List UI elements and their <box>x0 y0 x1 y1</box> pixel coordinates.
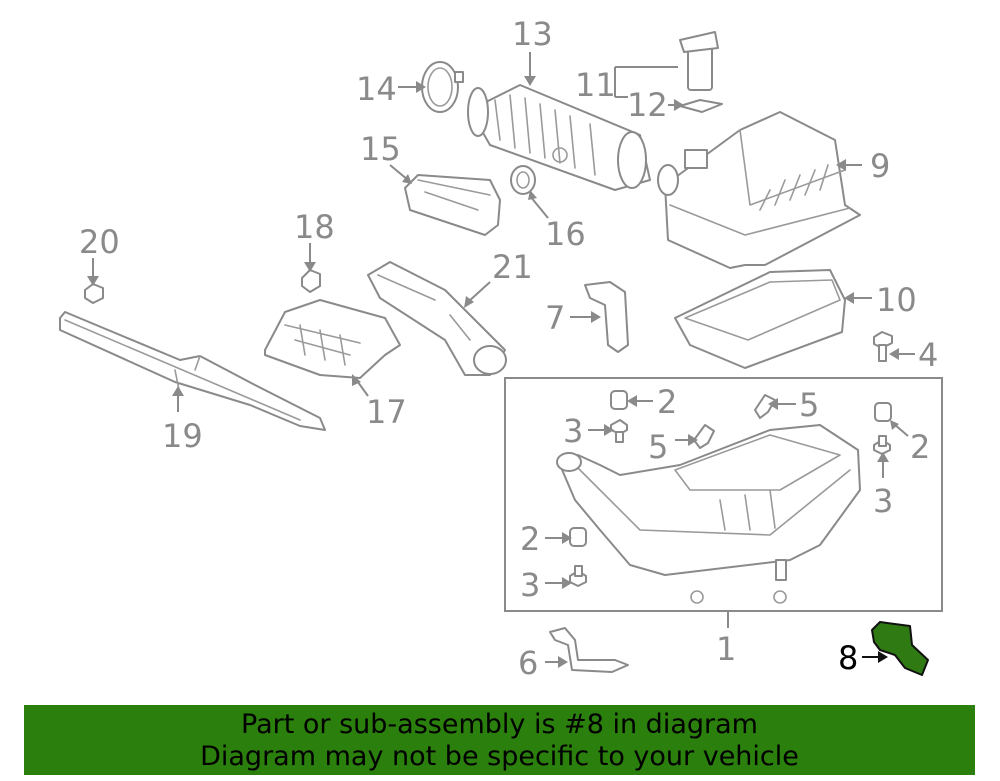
callout-8: 8 <box>838 639 858 677</box>
callout-5-top: 5 <box>799 386 819 424</box>
callout-20: 20 <box>79 223 120 261</box>
callout-16: 16 <box>545 215 586 253</box>
intake-tube-part-21[interactable] <box>367 261 507 376</box>
callout-2-left: 2 <box>520 520 540 558</box>
callout-9: 9 <box>870 147 890 185</box>
callout-21: 21 <box>492 248 533 286</box>
clamp-ring-part-14[interactable] <box>421 61 464 113</box>
bolt-part-3-right[interactable] <box>873 435 891 455</box>
callout-10: 10 <box>876 281 917 319</box>
cover-part-15[interactable] <box>404 174 501 236</box>
callout-19: 19 <box>162 417 203 455</box>
resonator-part-17[interactable] <box>264 299 401 379</box>
grommet-part-2-left[interactable] <box>569 527 587 547</box>
callout-1: 1 <box>716 630 736 668</box>
hose-clamp-part-16[interactable] <box>510 165 536 195</box>
intake-duct-part-13[interactable] <box>467 84 651 191</box>
bolt-part-3-top[interactable] <box>610 419 628 443</box>
callout-7: 7 <box>545 299 565 337</box>
callout-12: 12 <box>627 86 668 124</box>
callout-4: 4 <box>918 336 938 374</box>
clip-part-20[interactable] <box>84 283 104 304</box>
info-banner: Part or sub-assembly is #8 in diagram Di… <box>24 705 975 775</box>
callout-3-right: 3 <box>873 482 893 520</box>
callout-11: 11 <box>575 66 616 104</box>
callout-6: 6 <box>518 644 538 682</box>
callout-14: 14 <box>356 70 397 108</box>
sensor-gasket-part-12[interactable] <box>679 99 723 113</box>
banner-line-1: Part or sub-assembly is #8 in diagram <box>241 709 758 740</box>
clip-part-5-top[interactable] <box>754 394 776 419</box>
assembly-1-frame <box>504 377 943 612</box>
air-cleaner-case-part-1[interactable] <box>556 424 861 604</box>
bolt-part-4[interactable] <box>873 331 893 362</box>
callout-3-top: 3 <box>563 412 583 450</box>
bracket-part-7[interactable] <box>584 281 629 353</box>
callout-17: 17 <box>366 393 407 431</box>
callout-2-top: 2 <box>657 383 677 421</box>
callout-5-bottom: 5 <box>648 428 668 466</box>
exploded-parts-diagram: 1 2 2 2 3 3 3 4 5 5 6 7 8 9 10 11 12 13 … <box>59 15 943 682</box>
clip-part-18[interactable] <box>301 269 321 293</box>
grommet-part-2-top[interactable] <box>610 390 628 410</box>
air-filter-part-10[interactable] <box>674 269 846 369</box>
bolt-part-3-left[interactable] <box>569 565 587 587</box>
callout-13: 13 <box>512 15 553 53</box>
clip-part-5-bottom[interactable] <box>693 424 715 449</box>
banner-line-2: Diagram may not be specific to your vehi… <box>200 741 799 772</box>
highlighted-part-8[interactable] <box>871 621 929 676</box>
bracket-part-6[interactable] <box>549 627 629 673</box>
callout-3-left: 3 <box>520 566 540 604</box>
callout-18: 18 <box>294 208 335 246</box>
airflow-sensor-part-11[interactable] <box>679 31 719 91</box>
air-cleaner-cover-part-9[interactable] <box>657 111 861 269</box>
grommet-part-2-right[interactable] <box>874 402 892 422</box>
air-duct-part-19[interactable] <box>59 311 326 431</box>
callout-15: 15 <box>360 130 401 168</box>
callout-2-right: 2 <box>910 428 930 466</box>
